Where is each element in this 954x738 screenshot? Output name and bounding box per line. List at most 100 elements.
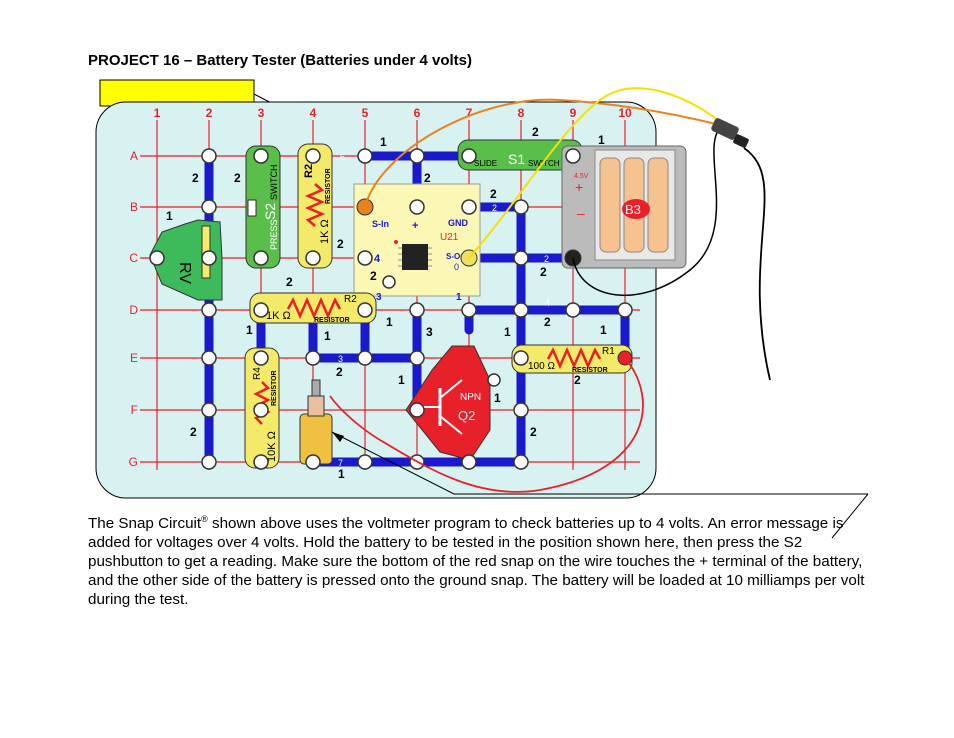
u21-pin-1: 1 <box>456 292 462 303</box>
r2-top-value: 1K Ω <box>319 219 331 244</box>
description: The Snap Circuit® shown above uses the v… <box>88 510 878 609</box>
col-label-8: 8 <box>518 106 525 120</box>
b3-name: B3 <box>625 202 641 217</box>
wire-num-7: 7 <box>338 458 343 468</box>
col-label-4: 4 <box>310 106 317 120</box>
num-f-1b: 1 <box>494 391 501 405</box>
col-label-7: 7 <box>466 106 473 120</box>
col-label-1: 1 <box>154 106 161 120</box>
row-label-e: E <box>130 351 138 365</box>
num-g-2b: 2 <box>530 425 537 439</box>
col-label-5: 5 <box>362 106 369 120</box>
num-g-1: 1 <box>338 467 345 481</box>
q2-name: Q2 <box>458 408 475 423</box>
b3-battery-pack: 4.5V + – B3 <box>561 145 687 269</box>
s2-press-switch: PRESS S2 SWITCH <box>245 145 281 269</box>
black-wire <box>572 127 721 296</box>
u21-plus-label: + <box>412 220 418 232</box>
num-r-2: 2 <box>424 171 431 185</box>
num-a-2: 2 <box>192 171 199 185</box>
probe-lead <box>743 147 771 381</box>
num-f-1: 1 <box>398 373 405 387</box>
orange-wire <box>364 98 721 208</box>
s1-label-b: SWITCH <box>528 159 560 168</box>
r4-type: RESISTOR <box>271 370 278 406</box>
r2-top-type: RESISTOR <box>325 168 332 204</box>
wire-num-2: 2 <box>492 203 497 213</box>
u21-sin-label: S-In <box>372 219 389 229</box>
num-g-2: 2 <box>190 425 197 439</box>
r2-mid-type: RESISTOR <box>314 317 350 324</box>
wire-num-6: 6 <box>340 152 345 162</box>
r4-name: R4 <box>252 367 263 380</box>
wire-num-3: 3 <box>338 354 343 364</box>
u21-out-num: 0 <box>454 262 459 272</box>
probe-clip <box>711 118 749 148</box>
r2-mid-value: 1K Ω <box>266 310 291 322</box>
r2-mid-name: R2 <box>344 294 357 305</box>
rv-label: RV <box>176 262 193 284</box>
r1-name: R1 <box>602 346 615 357</box>
q2-type: NPN <box>460 392 481 403</box>
row-label-c: C <box>129 251 138 265</box>
red-wire <box>329 357 644 493</box>
col-label-3: 3 <box>258 106 265 120</box>
num-e-2b: 2 <box>336 365 343 379</box>
s2-label-b: SWITCH <box>269 165 279 201</box>
r2-top-resistor: R2 RESISTOR 1K Ω <box>297 143 333 269</box>
snaps <box>149 148 633 470</box>
num-top-1b: 1 <box>598 133 605 147</box>
num-d-1d: 1 <box>504 325 511 339</box>
u21-pin-4: 4 <box>374 253 381 265</box>
s1-label-a: SLIDE <box>474 159 497 168</box>
num-e-1: 1 <box>600 323 607 337</box>
r1-resistor: 100 Ω R1 RESISTOR <box>511 344 633 374</box>
num-c-1: 1 <box>166 209 173 223</box>
u21-sout-label: S-Out <box>446 252 468 261</box>
s1-name: S1 <box>508 151 525 167</box>
num-d-1c: 1 <box>386 315 393 329</box>
num-top-2a: 2 <box>532 125 539 139</box>
r1-value: 100 Ω <box>528 361 555 372</box>
r2-mid-resistor: 1K Ω R2 RESISTOR <box>249 292 377 324</box>
row-label-b: B <box>130 200 138 214</box>
num-c-2b: 2 <box>370 269 377 283</box>
wire-num-2b: 2 <box>544 254 549 264</box>
page-title: PROJECT 16 – Battery Tester (Batteries u… <box>88 52 473 69</box>
wire-num-4: 4 <box>545 298 550 308</box>
s2-label-a: PRESS <box>269 219 279 250</box>
num-r-2b: 2 <box>490 187 497 201</box>
registered-mark: ® <box>201 514 208 524</box>
description-part2: shown above uses the voltmeter program t… <box>88 515 865 609</box>
description-part1: The Snap Circuit <box>88 515 202 533</box>
r4-value: 10K Ω <box>266 431 278 462</box>
num-c-2: 2 <box>337 237 344 251</box>
r1-type: RESISTOR <box>572 367 608 374</box>
num-d-1b: 1 <box>324 329 331 343</box>
b3-plus: + <box>575 179 583 195</box>
num-f-2: 2 <box>574 373 581 387</box>
b3-volt: 4.5V <box>574 173 589 180</box>
col-label-2: 2 <box>206 106 213 120</box>
row-label-d: D <box>129 303 138 317</box>
num-e-2: 2 <box>286 275 293 289</box>
num-d-3: 3 <box>426 325 433 339</box>
num-u-2: 2 <box>540 265 547 279</box>
s1-slide-switch: SLIDE S1 SWITCH <box>457 139 583 171</box>
b3-minus: – <box>577 205 585 221</box>
col-label-10: 10 <box>618 106 632 120</box>
row-label-a: A <box>130 149 138 163</box>
u21-gnd-label: GND <box>448 218 469 228</box>
col-label-9: 9 <box>570 106 577 120</box>
row-label-f: F <box>131 403 138 417</box>
r2-top-name: R2 <box>303 164 315 178</box>
row-label-g: G <box>129 455 138 469</box>
s2-name: S2 <box>262 203 278 220</box>
num-d-2: 2 <box>544 315 551 329</box>
col-label-6: 6 <box>414 106 421 120</box>
u21-label: U21 <box>440 232 459 243</box>
num-d-1: 1 <box>246 323 253 337</box>
u21-pin-3: 3 <box>376 292 382 303</box>
num-a-2b: 2 <box>234 171 241 185</box>
